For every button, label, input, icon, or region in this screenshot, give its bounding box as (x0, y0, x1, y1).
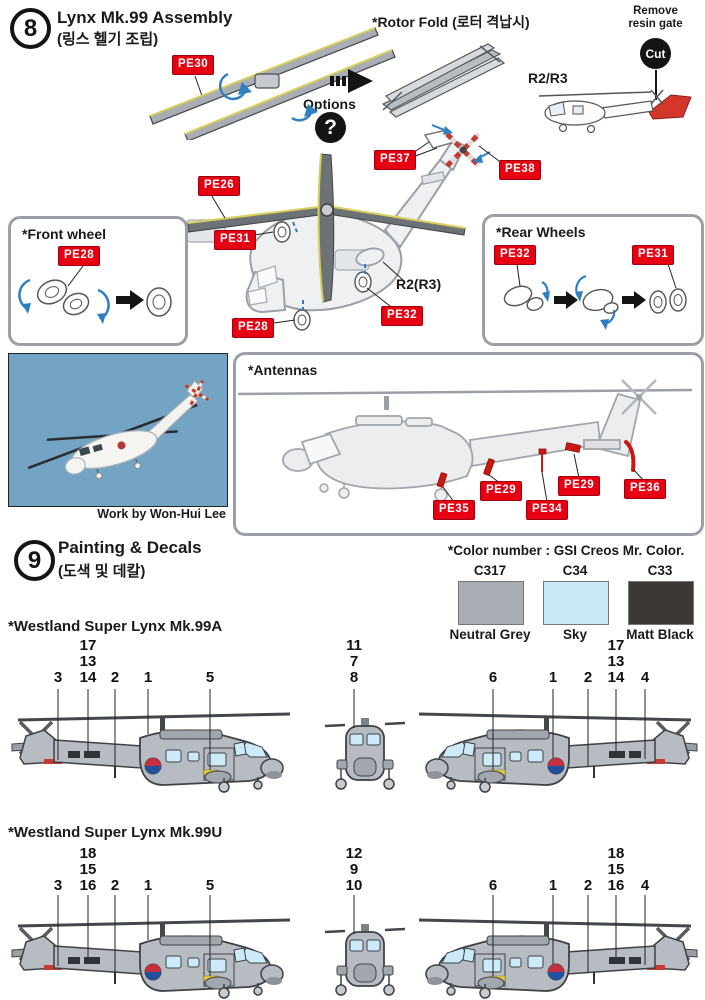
color-name-matt-black: Matt Black (626, 627, 694, 642)
callout-number: 8 (349, 669, 359, 686)
callout-number: 1 (548, 669, 558, 686)
pe37-label: PE37 (374, 150, 417, 170)
remove-note-line2: resin gate (628, 18, 683, 30)
pe31-label: PE31 (214, 230, 257, 250)
callout-number: 5 (205, 669, 215, 686)
photo-caption: Work by Won-Hui Lee (97, 507, 226, 521)
r2r3-main-label: R2(R3) (396, 276, 442, 292)
remove-resin-gate-note: Remove resin gate (608, 5, 703, 31)
front-wheel-box (8, 216, 188, 346)
callout-number: 14 (79, 669, 97, 686)
pe28-box-label: PE28 (58, 246, 101, 266)
model-photo (8, 353, 228, 507)
pe29a-label: PE29 (480, 481, 523, 501)
callout-number: 16 (607, 877, 625, 894)
callout-number: 14 (607, 669, 625, 686)
callout-number: 11 (346, 637, 362, 654)
callout-number: 1 (143, 877, 153, 894)
rear-wheels-drawing (503, 263, 687, 330)
r2r3-label: R2/R3 (528, 70, 568, 86)
rotor-fold-drawing (149, 27, 506, 140)
pe31-box-label: PE31 (632, 245, 675, 265)
callout-number: 3 (53, 669, 63, 686)
photo-helicopter (27, 379, 210, 480)
callout-number: 7 (349, 653, 359, 670)
variant-a-drawing (0, 688, 705, 806)
pe30-label: PE30 (172, 55, 215, 75)
step8-title: Lynx Mk.99 Assembly (57, 8, 233, 27)
step9-number-badge: 9 (14, 540, 55, 581)
callout-number: 2 (110, 877, 120, 894)
callout-number: 15 (79, 861, 97, 878)
pe38-label: PE38 (499, 160, 542, 180)
callout-number: 4 (640, 877, 650, 894)
color-swatch-sky (543, 581, 609, 625)
callout-number: 13 (607, 653, 625, 670)
color-name-sky: Sky (562, 627, 588, 642)
step9-subtitle: (도색 및 데칼) (58, 563, 146, 580)
callout-number: 1 (548, 877, 558, 894)
cut-connector-line (655, 70, 657, 100)
antennas-drawing (237, 379, 693, 503)
remove-note-line1: Remove (633, 5, 678, 17)
variant-a-title: *Westland Super Lynx Mk.99A (8, 618, 223, 635)
pe34-label: PE34 (526, 500, 569, 520)
step8-subtitle: (링스 헬기 조립) (57, 31, 159, 48)
color-code-c34: C34 (562, 563, 588, 578)
pe28-main-label: PE28 (232, 318, 275, 338)
front-wheel-title: *Front wheel (22, 226, 107, 242)
variant-u-drawing (0, 894, 705, 1000)
callout-number: 1 (143, 669, 153, 686)
callout-number: 15 (607, 861, 625, 878)
callout-number: 16 (79, 877, 97, 894)
color-code-c33: C33 (647, 563, 673, 578)
callout-number: 2 (583, 669, 593, 686)
color-swatch-matt-black (628, 581, 694, 625)
callout-number: 17 (607, 637, 625, 654)
callout-number: 2 (110, 669, 120, 686)
cut-badge: Cut (640, 38, 671, 69)
pe35-label: PE35 (433, 500, 476, 520)
options-label: Options (303, 96, 356, 112)
color-code-c317: C317 (473, 563, 507, 578)
callout-number: 5 (205, 877, 215, 894)
pe32-box-label: PE32 (494, 245, 537, 265)
callout-number: 18 (79, 845, 97, 862)
variant-u-title: *Westland Super Lynx Mk.99U (8, 824, 223, 841)
antennas-title: *Antennas (248, 362, 318, 378)
pe36-label: PE36 (624, 479, 667, 499)
callout-number: 6 (488, 877, 498, 894)
callout-number: 6 (488, 669, 498, 686)
callout-number: 17 (79, 637, 97, 654)
pe26-label: PE26 (198, 176, 241, 196)
color-name-neutral-grey: Neutral Grey (449, 627, 531, 642)
callout-number: 12 (345, 845, 363, 862)
color-swatch-neutral-grey (458, 581, 524, 625)
pe32-main-label: PE32 (381, 306, 424, 326)
callout-number: 13 (79, 653, 97, 670)
color-note: *Color number : GSI Creos Mr. Color. (448, 543, 685, 558)
pe29b-label: PE29 (558, 476, 601, 496)
callout-number: 4 (640, 669, 650, 686)
step8-number-badge: 8 (10, 8, 51, 49)
callout-number: 18 (607, 845, 625, 862)
callout-number: 3 (53, 877, 63, 894)
front-wheel-drawing (18, 265, 172, 324)
question-mark-icon: ? (315, 112, 346, 143)
rear-wheels-title: *Rear Wheels (496, 224, 586, 240)
callout-number: 2 (583, 877, 593, 894)
main-assembly-drawing (185, 124, 504, 331)
rotor-fold-note: *Rotor Fold (로터 격납시) (372, 14, 530, 30)
callout-number: 9 (349, 861, 359, 878)
callout-number: 10 (345, 877, 363, 894)
resin-gate-helicopter-drawing (538, 89, 692, 134)
step9-title: Painting & Decals (58, 538, 202, 557)
